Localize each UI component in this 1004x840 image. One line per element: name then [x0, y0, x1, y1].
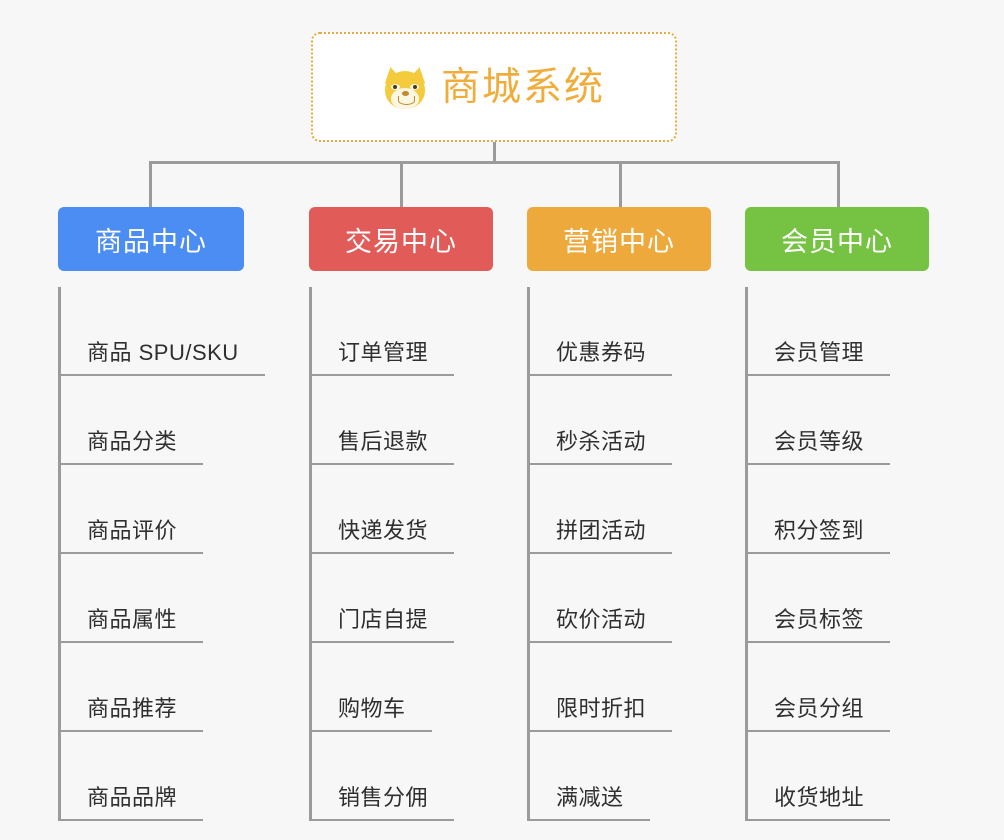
leaf-label: 售后退款 — [312, 424, 455, 465]
list-item[interactable]: 会员分组 — [748, 643, 929, 732]
leaf-label: 会员等级 — [748, 424, 891, 465]
root-title: 商城系统 — [440, 65, 605, 109]
dog-face-icon — [381, 65, 429, 110]
category-header-product-center[interactable]: 商品中心 — [58, 207, 244, 271]
list-item[interactable]: 会员等级 — [748, 376, 929, 465]
leaf-label: 拼团活动 — [530, 513, 673, 554]
leaf-label: 订单管理 — [312, 335, 455, 376]
list-item[interactable]: 售后退款 — [312, 376, 493, 465]
leaf-label: 会员管理 — [748, 335, 891, 376]
list-item[interactable]: 商品分类 — [61, 376, 244, 465]
connector-horizontal-bus — [149, 161, 840, 164]
list-item[interactable]: 商品属性 — [61, 554, 244, 643]
list-item[interactable]: 商品品牌 — [61, 732, 244, 821]
leaf-label: 商品推荐 — [61, 691, 204, 732]
category-title: 交易中心 — [345, 226, 457, 257]
branch-product-center: 商品中心 商品 SPU/SKU 商品分类 商品评价 商品属性 商品推荐 商品品牌 — [58, 207, 265, 821]
leaf-label: 快递发货 — [312, 513, 455, 554]
leaf-label: 商品 SPU/SKU — [61, 335, 265, 376]
leaf-label: 限时折扣 — [530, 691, 673, 732]
leaf-label: 砍价活动 — [530, 602, 673, 643]
leaf-list-marketing-center: 优惠券码 秒杀活动 拼团活动 砍价活动 限时折扣 满减送 — [527, 287, 711, 821]
leaf-list-member-center: 会员管理 会员等级 积分签到 会员标签 会员分组 收货地址 — [745, 287, 929, 821]
list-item[interactable]: 销售分佣 — [312, 732, 493, 821]
branch-marketing-center: 营销中心 优惠券码 秒杀活动 拼团活动 砍价活动 限时折扣 满减送 — [527, 207, 711, 821]
leaf-list-trade-center: 订单管理 售后退款 快递发货 门店自提 购物车 销售分佣 — [309, 287, 493, 821]
connector-drop-member-center — [837, 161, 840, 207]
category-header-marketing-center[interactable]: 营销中心 — [527, 207, 711, 271]
connector-drop-marketing-center — [619, 161, 622, 207]
list-item[interactable]: 收货地址 — [748, 732, 929, 821]
list-item[interactable]: 门店自提 — [312, 554, 493, 643]
list-item[interactable]: 商品评价 — [61, 465, 244, 554]
list-item[interactable]: 快递发货 — [312, 465, 493, 554]
connector-root-stem — [493, 142, 496, 163]
connector-drop-product-center — [149, 161, 152, 207]
list-item[interactable]: 优惠券码 — [530, 287, 711, 376]
list-item[interactable]: 会员标签 — [748, 554, 929, 643]
list-item[interactable]: 秒杀活动 — [530, 376, 711, 465]
category-header-member-center[interactable]: 会员中心 — [745, 207, 929, 271]
leaf-label: 优惠券码 — [530, 335, 673, 376]
leaf-label: 购物车 — [312, 691, 432, 732]
branch-member-center: 会员中心 会员管理 会员等级 积分签到 会员标签 会员分组 收货地址 — [745, 207, 929, 821]
list-item[interactable]: 限时折扣 — [530, 643, 711, 732]
leaf-label: 商品属性 — [61, 602, 204, 643]
leaf-label: 秒杀活动 — [530, 424, 673, 465]
list-item[interactable]: 商品 SPU/SKU — [61, 287, 265, 376]
list-item[interactable]: 砍价活动 — [530, 554, 711, 643]
leaf-label: 销售分佣 — [312, 780, 455, 821]
list-item[interactable]: 订单管理 — [312, 287, 493, 376]
leaf-label: 会员分组 — [748, 691, 891, 732]
leaf-label: 门店自提 — [312, 602, 455, 643]
leaf-label: 商品评价 — [61, 513, 204, 554]
leaf-label: 满减送 — [530, 780, 650, 821]
list-item[interactable]: 购物车 — [312, 643, 493, 732]
list-item[interactable]: 积分签到 — [748, 465, 929, 554]
connector-drop-trade-center — [400, 161, 403, 207]
leaf-label: 收货地址 — [748, 780, 891, 821]
list-item[interactable]: 满减送 — [530, 732, 711, 821]
list-item[interactable]: 商品推荐 — [61, 643, 244, 732]
category-header-trade-center[interactable]: 交易中心 — [309, 207, 493, 271]
leaf-list-product-center: 商品 SPU/SKU 商品分类 商品评价 商品属性 商品推荐 商品品牌 — [58, 287, 265, 821]
category-title: 营销中心 — [563, 226, 675, 257]
leaf-label: 商品分类 — [61, 424, 204, 465]
category-title: 会员中心 — [781, 226, 893, 257]
list-item[interactable]: 拼团活动 — [530, 465, 711, 554]
leaf-label: 会员标签 — [748, 602, 891, 643]
branch-trade-center: 交易中心 订单管理 售后退款 快递发货 门店自提 购物车 销售分佣 — [309, 207, 493, 821]
leaf-label: 积分签到 — [748, 513, 891, 554]
list-item[interactable]: 会员管理 — [748, 287, 929, 376]
leaf-label: 商品品牌 — [61, 780, 204, 821]
category-title: 商品中心 — [95, 226, 207, 257]
root-node-mall-system[interactable]: 商城系统 — [311, 32, 677, 142]
